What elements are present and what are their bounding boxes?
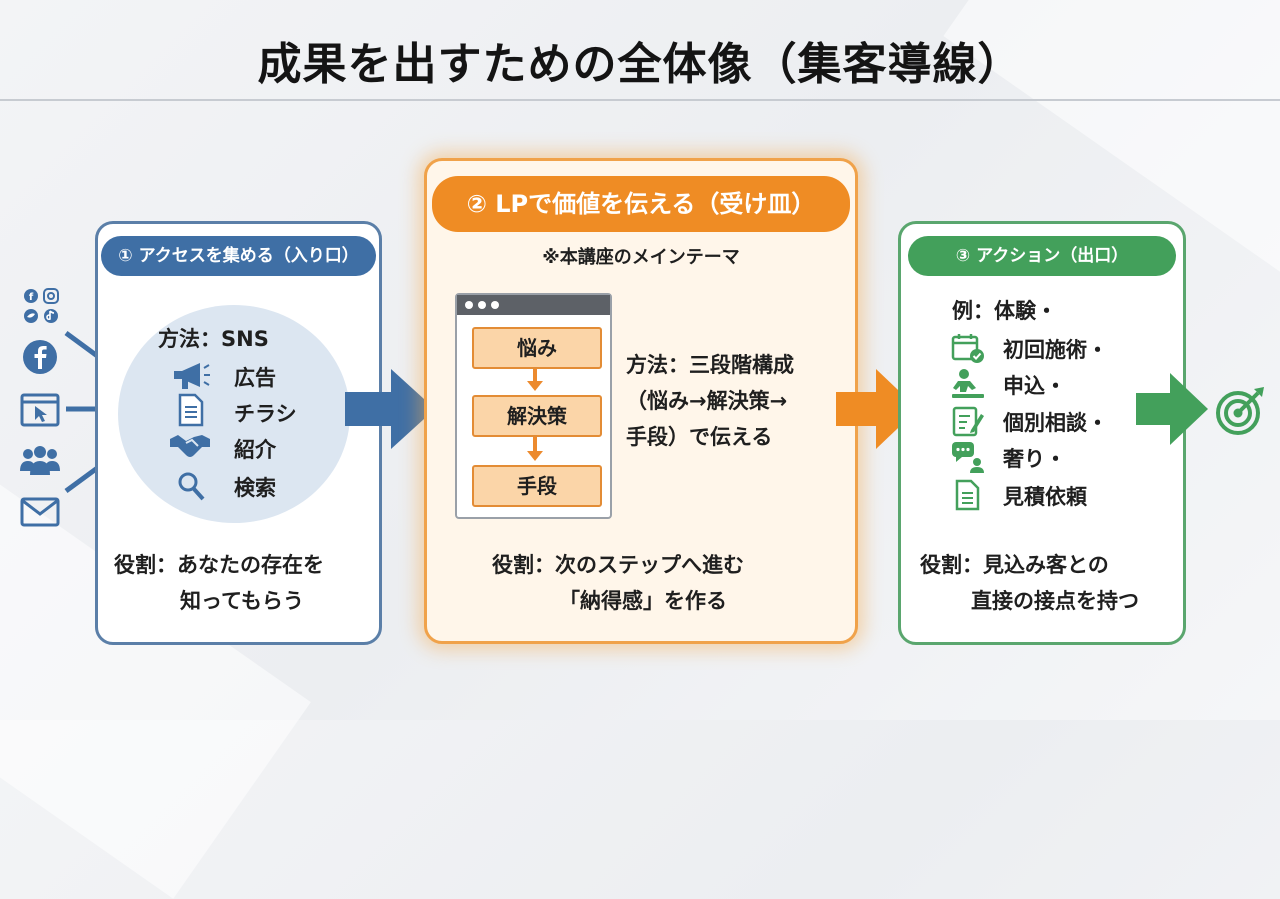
access-role-line1: 役割：あなたの存在を [114, 553, 324, 577]
action-item-application: 申込・ [1003, 374, 1066, 398]
title-divider [0, 99, 1280, 101]
calendar-check-icon [951, 334, 984, 363]
flow-arrow-2 [836, 369, 918, 449]
access-panel-header: ① アクセスを集める（入り口） [101, 236, 376, 276]
facebook-icon [23, 340, 57, 374]
lp-method-line3: 手段）で伝える [626, 425, 773, 449]
lp-step-solution: 解決策 [472, 395, 602, 437]
action-panel [898, 221, 1186, 645]
browser-dot [465, 301, 473, 309]
document-icon [955, 479, 980, 511]
svg-text:f: f [29, 292, 34, 303]
step-arrow-head [527, 381, 543, 391]
people-icon [20, 446, 60, 475]
flow-arrow-1 [345, 369, 435, 449]
browser-dot [478, 301, 486, 309]
flow-arrow-3 [1136, 373, 1208, 445]
action-panel-header: ③ アクション（出口） [908, 236, 1176, 276]
lp-role-line1: 役割：次のステップへ進む [492, 553, 744, 577]
chat-icon [952, 442, 984, 473]
access-item-search: 検索 [234, 476, 276, 500]
access-item-referral: 紹介 [234, 438, 276, 462]
megaphone-icon [174, 363, 210, 389]
step-arrow [533, 437, 537, 451]
access-item-ads: 広告 [234, 366, 276, 390]
action-item-estimate: 見積依頼 [1003, 485, 1087, 509]
lp-browser-mockup: 悩み 解決策 手段 [455, 293, 612, 519]
action-example-label: 例：体験・ [952, 299, 1057, 323]
action-item-consultation: 個別相談・ [1003, 411, 1108, 435]
lp-method-line1: 方法：三段階構成 [626, 353, 794, 377]
form-icon [952, 406, 984, 437]
lp-step-means: 手段 [472, 465, 602, 507]
lp-panel-header: ② LPで価値を伝える（受け皿） [432, 176, 850, 232]
search-icon [178, 472, 205, 501]
action-role-line1: 役割：見込み客との [920, 553, 1109, 577]
handshake-icon [170, 435, 210, 457]
access-role-line2: 知ってもらう [180, 589, 304, 613]
step-arrow-head [527, 451, 543, 461]
mail-icon [20, 497, 60, 527]
flyer-icon [178, 393, 204, 427]
action-role-line2: 直接の接点を持つ [971, 589, 1139, 613]
access-item-flyer: チラシ [234, 402, 297, 426]
social-grid-icon: f [24, 288, 59, 323]
access-methods-circle [118, 305, 350, 523]
target-icon [1216, 387, 1264, 435]
main-theme-note: ※本講座のメインテーマ [542, 247, 740, 268]
massage-icon [952, 369, 984, 398]
lp-method-line2: （悩み→解決策→ [626, 389, 788, 413]
browser-toolbar [457, 295, 610, 315]
lp-step-worry: 悩み [472, 327, 602, 369]
step-arrow [533, 369, 537, 381]
page-title: 成果を出すための全体像（集客導線） [257, 39, 1023, 90]
lp-role-line2: 「納得感」を作る [559, 589, 727, 613]
browser-cursor-icon [20, 393, 60, 427]
access-method-label: 方法：SNS [158, 327, 269, 351]
action-item-first-treatment: 初回施術・ [1003, 338, 1108, 362]
action-item-treat: 奢り・ [1003, 447, 1066, 471]
browser-dot [491, 301, 499, 309]
title-bar: 成果を出すための全体像（集客導線） [0, 0, 1280, 100]
